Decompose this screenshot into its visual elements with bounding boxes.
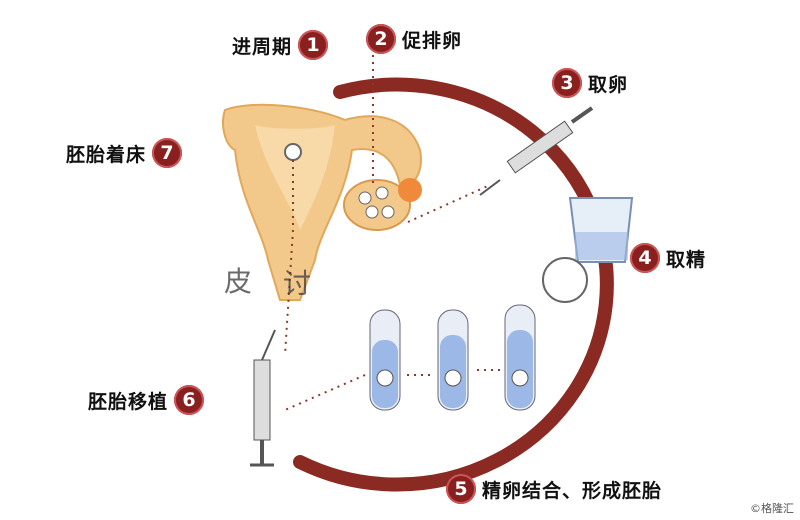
egg-retrieval-syringe-icon [479, 106, 594, 196]
step-4-label: 取精 [666, 248, 707, 271]
step-1-number-badge: 1 [298, 30, 329, 60]
step-7: 胚胎着床 7 [66, 138, 183, 168]
test-tube-1 [369, 309, 401, 411]
step-2: 2 促排卵 [366, 24, 462, 54]
step-1: 进周期 1 [232, 30, 329, 60]
cycle-ring [293, 77, 614, 492]
overlay-char-left: 皮 [224, 265, 253, 298]
step-6-label: 胚胎移植 [88, 390, 169, 413]
step-6: 胚胎移植 6 [88, 385, 205, 415]
embryo-in-uterus [284, 143, 302, 161]
uterus-illustration [222, 103, 422, 301]
step-5-number-badge: 5 [446, 474, 476, 504]
step-7-label: 胚胎着床 [66, 143, 147, 166]
embryo-transfer-syringe-icon [250, 329, 276, 467]
step-3: 3 取卵 [552, 68, 628, 98]
sperm-view-circle [542, 257, 588, 303]
overlay-char-mid: 讨 [283, 267, 312, 300]
step-1-label: 进周期 [232, 35, 293, 58]
test-tube-3 [504, 304, 536, 411]
test-tube-2 [437, 309, 469, 411]
step-6-number-badge: 6 [174, 385, 205, 415]
step-5: 5 精卵结合、形成胚胎 [446, 474, 662, 504]
step-4: 4 取精 [630, 243, 706, 273]
ovary [343, 179, 411, 231]
step-3-label: 取卵 [588, 73, 629, 96]
step-2-number-badge: 2 [366, 24, 396, 54]
process-arrows [284, 55, 591, 411]
step-5-label: 精卵结合、形成胚胎 [482, 479, 663, 502]
step-3-number-badge: 3 [552, 68, 582, 98]
watermark: ©格隆汇 [750, 502, 794, 515]
step-2-label: 促排卵 [402, 29, 463, 52]
sperm-cup-icon [568, 197, 634, 263]
step-4-number-badge: 4 [630, 243, 660, 273]
step-7-number-badge: 7 [152, 138, 183, 168]
